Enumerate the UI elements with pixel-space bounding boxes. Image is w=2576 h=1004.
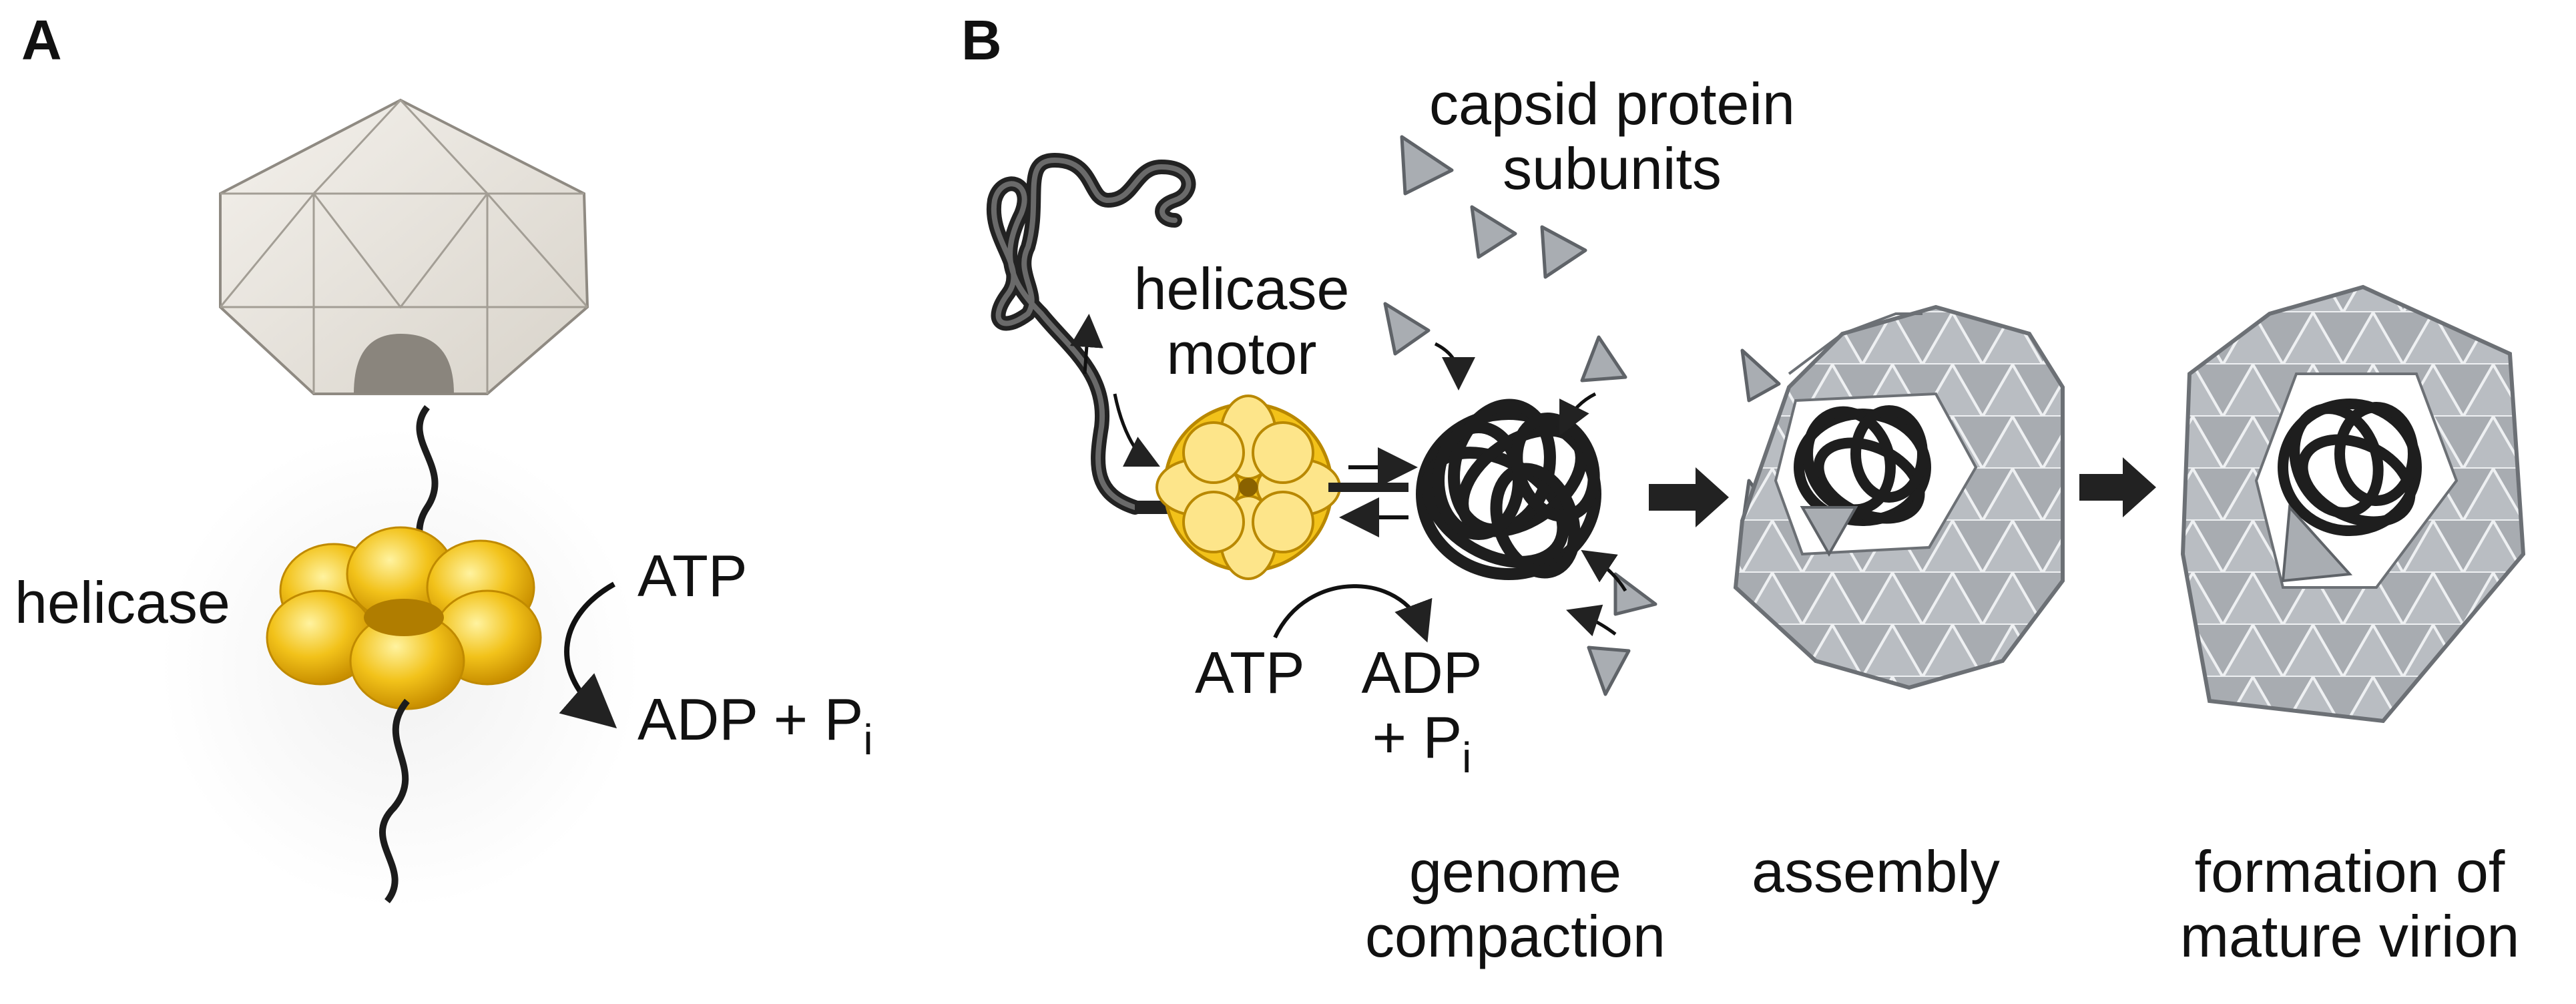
panel-b-artwork xyxy=(986,135,2526,724)
portal-opening xyxy=(354,334,454,394)
panel-a-artwork xyxy=(160,98,641,908)
panel-b-adp-line1: ADP xyxy=(1361,640,1483,706)
mature-virion xyxy=(2180,284,2526,724)
dna-strand-bottom xyxy=(379,698,410,904)
panel-a-adp-subscript: i xyxy=(863,716,873,764)
panel-b-letter: B xyxy=(961,9,1002,71)
stage1-line2: compaction xyxy=(1364,903,1665,969)
process-arrow-2 xyxy=(2079,457,2156,517)
stage1-line1: genome xyxy=(1408,838,1621,905)
subunit-arrows xyxy=(1434,342,1627,637)
capsid-label-line2: subunits xyxy=(1503,135,1722,202)
feed-arrow-down xyxy=(1113,393,1160,467)
motor-label-line1: helicase xyxy=(1133,256,1350,322)
atp-hydrolysis-arrow-a xyxy=(559,581,617,729)
panel-a-letter: A xyxy=(21,9,62,71)
stage3-line2: mature virion xyxy=(2179,903,2520,969)
panel-b-atp-label: ATP xyxy=(1195,640,1305,706)
capsid-label-line1: capsid protein xyxy=(1429,71,1795,137)
procapsid-shell xyxy=(219,98,589,395)
motor-label-line2: motor xyxy=(1166,320,1317,387)
stage-mature-virion: formation of mature virion xyxy=(2136,838,2563,969)
panel-a-adp-label: ADP + Pi xyxy=(637,686,873,763)
stage-genome-compaction: genome compaction xyxy=(1328,838,1702,969)
helicase-label: helicase xyxy=(15,569,230,636)
stage3-line1: formation of xyxy=(2194,838,2505,905)
stage-assembly: assembly xyxy=(1709,838,2043,905)
feed-arrow-up xyxy=(1069,314,1103,374)
panel-b-adp-subscript: i xyxy=(1462,733,1472,782)
partial-capsid xyxy=(1733,304,2065,690)
panel-a-adp-text: ADP + P xyxy=(637,686,864,752)
capsid-label: capsid protein subunits xyxy=(1395,71,1829,202)
compacted-genome xyxy=(1416,399,1601,580)
helicase-ring xyxy=(266,526,542,710)
stage2-line1: assembly xyxy=(1752,838,2000,905)
panel-a-atp-label: ATP xyxy=(637,543,748,609)
panel-b-adp-line2: + P xyxy=(1372,704,1463,770)
motor-label: helicase motor xyxy=(1108,256,1375,387)
process-arrow-1 xyxy=(1649,467,1729,527)
capsid-subunits xyxy=(1383,135,1781,696)
atp-hydrolysis-arrow-b xyxy=(1273,584,1433,643)
panel-b-adp-label: ADP + Pi xyxy=(1328,640,1515,781)
helicase-motor xyxy=(1155,395,1341,580)
